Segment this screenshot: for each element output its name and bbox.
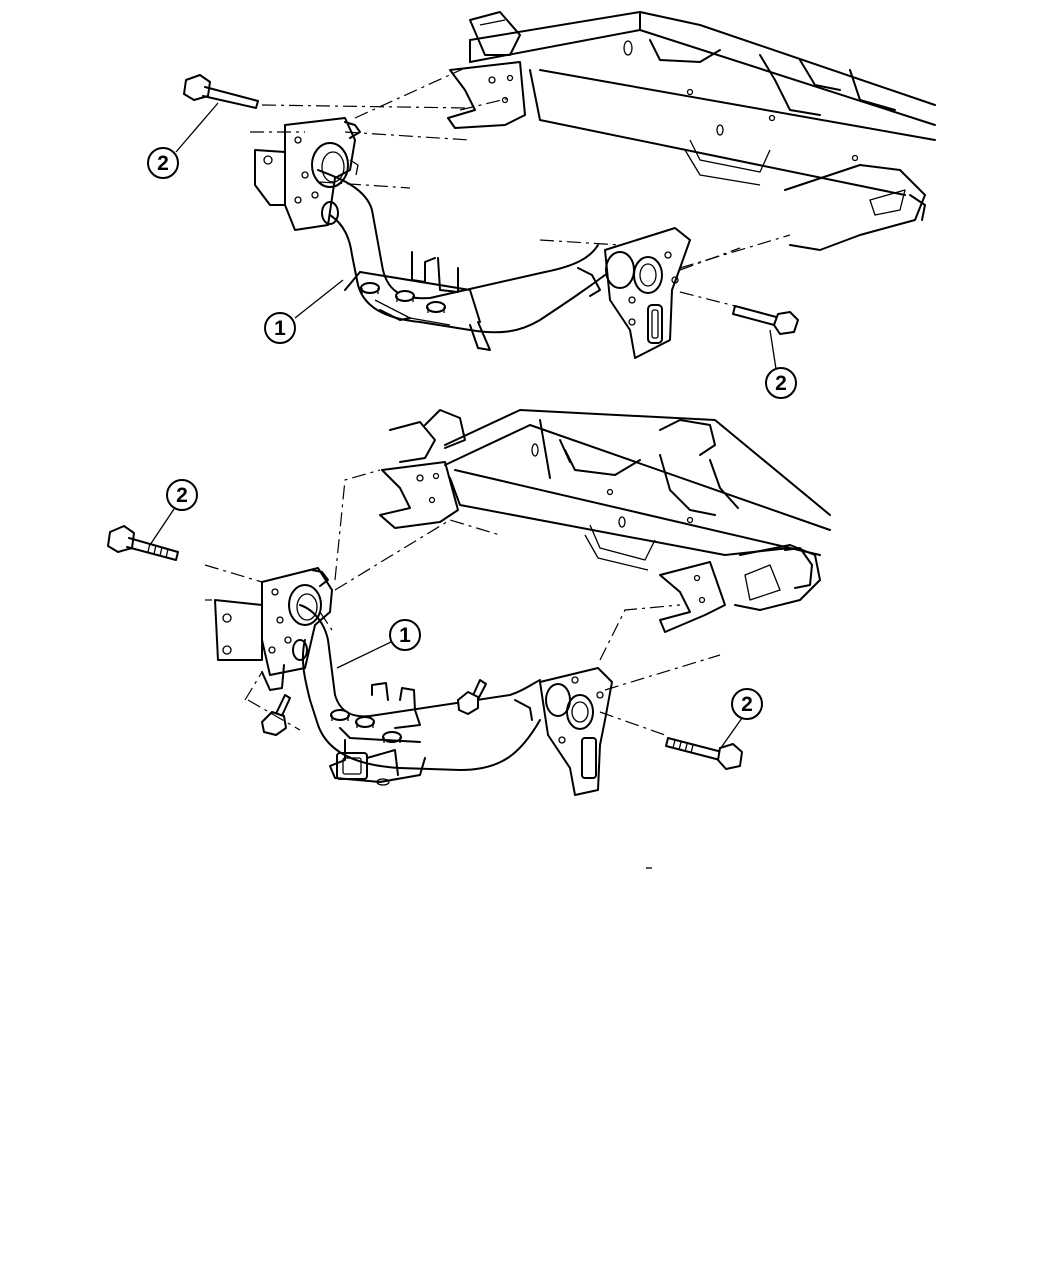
bottom-vehicle-frame [379, 409, 831, 633]
bottom-left-nut [261, 694, 291, 736]
top-right-mount-bracket [577, 227, 691, 359]
top-hitch-receiver [317, 169, 606, 351]
callout-label: 2 [176, 484, 188, 507]
top-hitch-callout: 1 [264, 312, 296, 344]
bottom-right-bolt-callout: 2 [731, 688, 763, 720]
bottom-left-bolt [107, 525, 179, 561]
top-right-bolt-callout: 2 [765, 367, 797, 399]
top-alignment-lines [250, 67, 791, 307]
bottom-right-mount-bracket [514, 667, 613, 796]
callout-label: 2 [157, 152, 169, 175]
bottom-hitch-callout: 1 [389, 619, 421, 651]
callout-label: 2 [775, 372, 787, 395]
bottom-right-nut [457, 679, 487, 715]
bottom-alignment-lines [204, 469, 721, 736]
bottom-left-bolt-callout: 2 [166, 479, 198, 511]
bottom-assembly: 2 1 2 [107, 409, 831, 796]
callout-label: 2 [741, 693, 753, 716]
top-assembly: 2 1 2 [147, 11, 936, 399]
top-left-bolt-callout: 2 [147, 147, 179, 179]
bottom-left-bolt-leader [149, 508, 175, 546]
bottom-left-mount-bracket [214, 567, 333, 691]
bottom-hitch-leader [336, 640, 394, 669]
bottom-right-bolt-leader [717, 717, 743, 753]
callout-label: 1 [274, 317, 286, 340]
top-left-bolt-leader [175, 102, 219, 153]
top-right-bolt-leader [769, 329, 777, 370]
bottom-right-bolt [665, 737, 743, 770]
top-hitch-leader [294, 279, 344, 319]
top-left-bolt [183, 74, 259, 109]
top-right-bolt [732, 305, 799, 335]
callout-label: 1 [399, 624, 411, 647]
top-vehicle-frame [447, 11, 936, 251]
top-left-mount-bracket [254, 117, 361, 231]
